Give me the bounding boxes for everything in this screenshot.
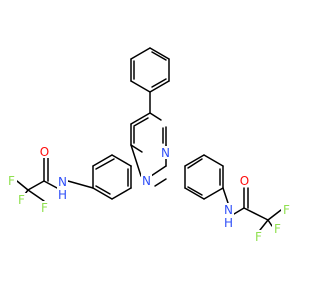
bond-line — [130, 144, 142, 177]
bond-line — [203, 154, 224, 167]
bond-line — [130, 144, 143, 153]
bond-line — [111, 187, 132, 200]
atom-symbol: F — [274, 222, 281, 236]
bond-line — [259, 219, 269, 231]
atom-hydrogen: H — [58, 188, 67, 202]
atom-symbol: O — [240, 174, 249, 188]
bond-line — [133, 117, 149, 127]
bond-line — [130, 47, 151, 60]
bond-line — [92, 187, 113, 200]
atom-label-layer: N N N H N H O O F F — [6, 145, 292, 244]
atom-symbol: F — [255, 230, 262, 244]
atom-symbol: F — [8, 174, 15, 188]
atom-symbol: F — [18, 193, 25, 207]
bond-line — [95, 158, 115, 170]
bond-line — [149, 47, 170, 60]
atom-symbol: N — [58, 175, 67, 189]
atom-nh-right: N H — [223, 203, 234, 230]
bond-line — [187, 186, 203, 196]
bond-line — [243, 207, 269, 221]
atom-symbol: N — [161, 146, 170, 160]
bond-line — [222, 187, 229, 204]
bond-line — [149, 112, 162, 121]
bond-line — [233, 207, 245, 215]
bond-line — [16, 180, 29, 191]
bond-line — [184, 154, 205, 167]
bond-line — [151, 78, 167, 88]
bond-line — [150, 165, 167, 177]
atom-o-left: O — [39, 145, 50, 159]
atom-hydrogen: H — [224, 216, 233, 230]
bond-line — [27, 180, 45, 191]
atom-n-pyrimidine-1: N — [160, 146, 171, 160]
atom-n-pyrimidine-2: N — [141, 174, 152, 188]
bond-line — [130, 112, 151, 125]
atom-o-right: O — [239, 174, 250, 188]
atom-symbol: N — [142, 174, 151, 188]
bond-line — [267, 219, 273, 227]
atom-nh-left: N H — [57, 175, 68, 202]
atom-f-right-1: F — [281, 203, 292, 217]
atom-f-left-2: F — [16, 193, 27, 207]
bond-line — [187, 158, 203, 169]
atom-f-left-3: F — [39, 201, 50, 215]
atom-symbol: O — [40, 145, 49, 159]
atom-symbol: N — [224, 203, 233, 217]
bond-line — [67, 180, 94, 189]
bond-line — [95, 185, 111, 195]
bond-line — [184, 187, 205, 200]
bond-line — [203, 187, 224, 200]
bond-line — [267, 209, 282, 221]
bond-line — [154, 178, 167, 187]
atom-symbol: F — [283, 203, 290, 217]
bond-line — [27, 189, 45, 202]
atom-f-right-2: F — [272, 222, 283, 236]
atom-f-left-1: F — [6, 174, 17, 188]
bond-layer — [16, 47, 282, 231]
bond-line — [43, 180, 58, 189]
bond-line — [111, 154, 132, 167]
bond-line — [149, 80, 170, 93]
atom-f-right-3: F — [253, 230, 264, 244]
bond-line — [130, 80, 151, 93]
bond-line — [92, 154, 113, 167]
bond-line — [151, 51, 167, 61]
atom-symbol: F — [41, 201, 48, 215]
molecule-structure: N N N H N H O O F F — [6, 47, 292, 244]
